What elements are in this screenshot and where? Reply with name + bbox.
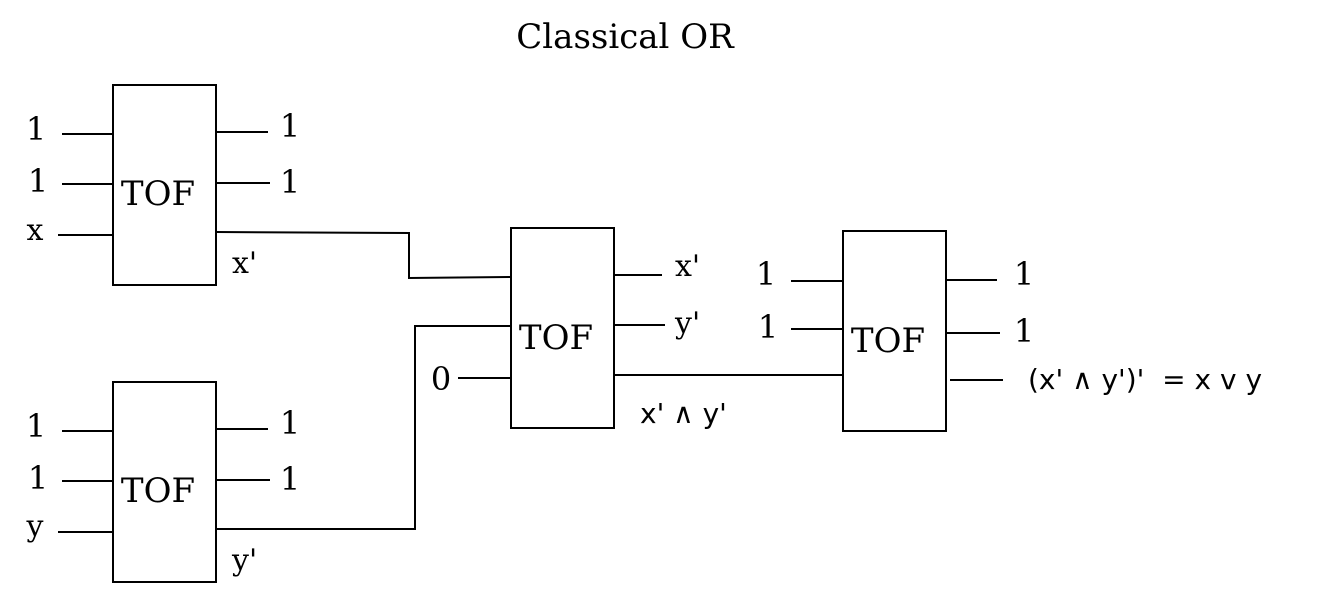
gate3-output-label: x' ∧ y' [640,397,727,430]
toffoli-gate-4: TOF 1 1 1 1 (x' ∧ y')' = x v y [756,230,1262,432]
gate2-output-1: 1 [280,404,300,442]
gate3-input-constant: 0 [431,360,451,398]
toffoli-gate-3: TOF 0 x' y' x' ∧ y' [431,227,727,430]
gate3-output-1: x' [675,249,700,284]
gate1-box [112,84,217,286]
gate4-input-2: 1 [758,308,778,346]
toffoli-gate-1: TOF 1 1 x 1 1 x' [26,84,300,286]
gate4-output-1: 1 [1014,255,1034,293]
gate2-input-3: y [26,509,44,544]
diagram-title: Classical OR [516,17,735,57]
gate3-label: TOF [519,318,593,358]
gate1-output-2: 1 [280,163,300,201]
gate4-output-2: 1 [1014,312,1034,350]
gate2-label: TOF [121,471,195,511]
gate2-box [112,381,217,583]
gate2-input-2: 1 [28,459,48,497]
gate4-result-label: (x' ∧ y')' = x v y [1028,363,1262,396]
gate2-output-2: 1 [280,460,300,498]
gate1-input-1: 1 [26,110,46,148]
gate1-output-label: x' [232,246,257,281]
gate2-input-1: 1 [26,407,46,445]
gate1-input-3: x [27,213,44,248]
gate2-output-label: y' [231,543,257,578]
gate4-input-1: 1 [756,255,776,293]
gate3-box [510,227,615,429]
toffoli-gate-2: TOF 1 1 y 1 1 y' [26,381,300,583]
wire-y-prime [216,325,511,530]
gate4-label: TOF [851,321,925,361]
gate1-output-1: 1 [280,107,300,145]
gate3-output-2: y' [674,306,700,341]
gate4-box [842,230,947,432]
wire-x-prime [215,231,512,280]
gate1-label: TOF [121,174,195,214]
gate1-input-2: 1 [28,162,48,200]
